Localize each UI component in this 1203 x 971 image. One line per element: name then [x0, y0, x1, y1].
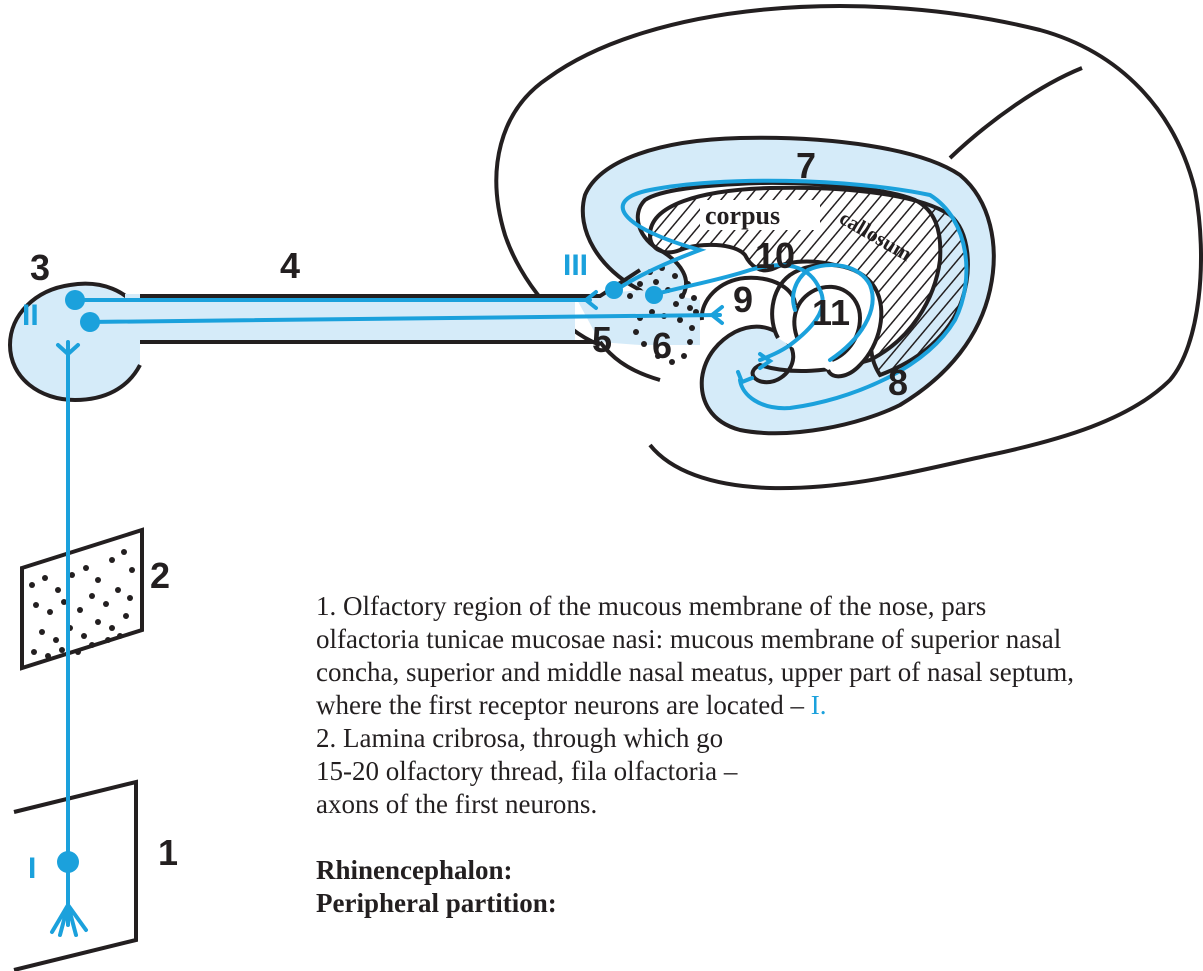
label-10: 10	[755, 235, 795, 276]
label-1: 1	[158, 832, 178, 873]
neuron-2-body-upper	[65, 290, 85, 310]
neuron-1-body	[57, 851, 79, 873]
label-9: 9	[733, 279, 753, 320]
caption-item-1-marker: I.	[811, 690, 827, 720]
label-4: 4	[280, 245, 300, 286]
label-11: 11	[812, 292, 850, 333]
caption-item-1-text: 1. Olfactory region of the mucous membra…	[316, 591, 1074, 720]
heading-peripheral-partition: Peripheral partition:	[316, 887, 1076, 920]
corpus-label: corpus	[705, 201, 780, 230]
neuron-3-body-upper	[605, 281, 623, 299]
label-8: 8	[888, 362, 908, 403]
label-3: 3	[30, 247, 50, 288]
caption-item-1: 1. Olfactory region of the mucous membra…	[316, 590, 1076, 722]
heading-rhinencephalon: Rhinencephalon:	[316, 854, 1076, 887]
neuron-2-body-lower	[80, 312, 100, 332]
neuron-label-3: III	[563, 249, 588, 282]
neuron-label-1: I	[28, 852, 36, 885]
neuron-label-2: II	[22, 299, 39, 332]
caption-item-2-line-2: 15-20 olfactory thread, fila olfactoria …	[316, 755, 1076, 788]
caption-item-2-line-3: axons of the first neurons.	[316, 788, 1076, 821]
label-7: 7	[796, 145, 816, 186]
label-6: 6	[652, 325, 672, 366]
caption: 1. Olfactory region of the mucous membra…	[316, 590, 1076, 920]
label-2: 2	[150, 555, 170, 596]
neuron-3-body-lower	[645, 286, 663, 304]
label-5: 5	[592, 319, 612, 360]
caption-item-2-line-1: 2. Lamina cribrosa, through which go	[316, 722, 1076, 755]
